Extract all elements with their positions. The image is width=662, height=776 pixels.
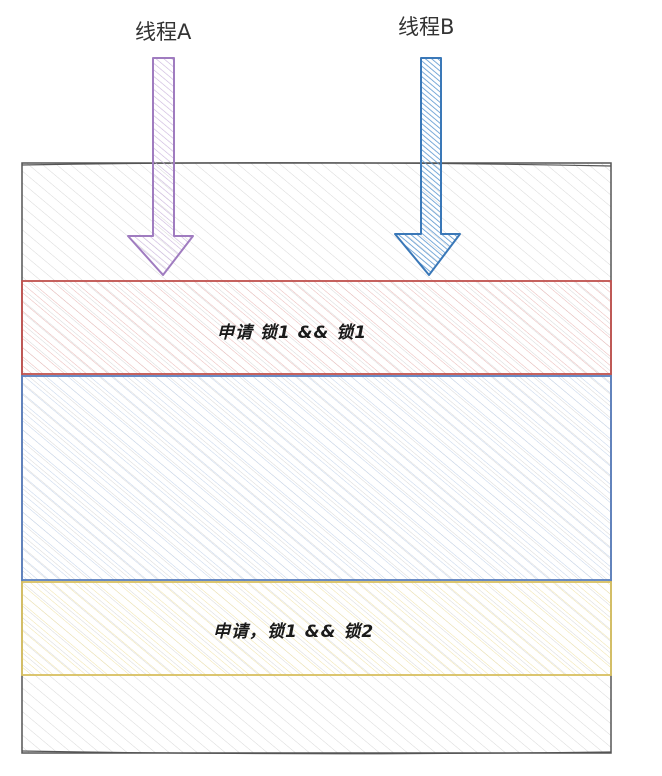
thread-b-label: 线程B: [398, 15, 455, 39]
thread-a-arrow: [127, 57, 194, 276]
band-request-lock: [21, 280, 612, 375]
thread-a-label: 线程A: [135, 20, 192, 44]
band-request-lock-2: [21, 581, 612, 676]
band-request-lock-text: 申请 锁1 && 锁1: [217, 323, 368, 343]
band-request-lock-2-text: 申请，锁1 && 锁2: [213, 622, 375, 642]
band-critical-section: [21, 375, 612, 581]
thread-b-arrow: [394, 57, 461, 276]
